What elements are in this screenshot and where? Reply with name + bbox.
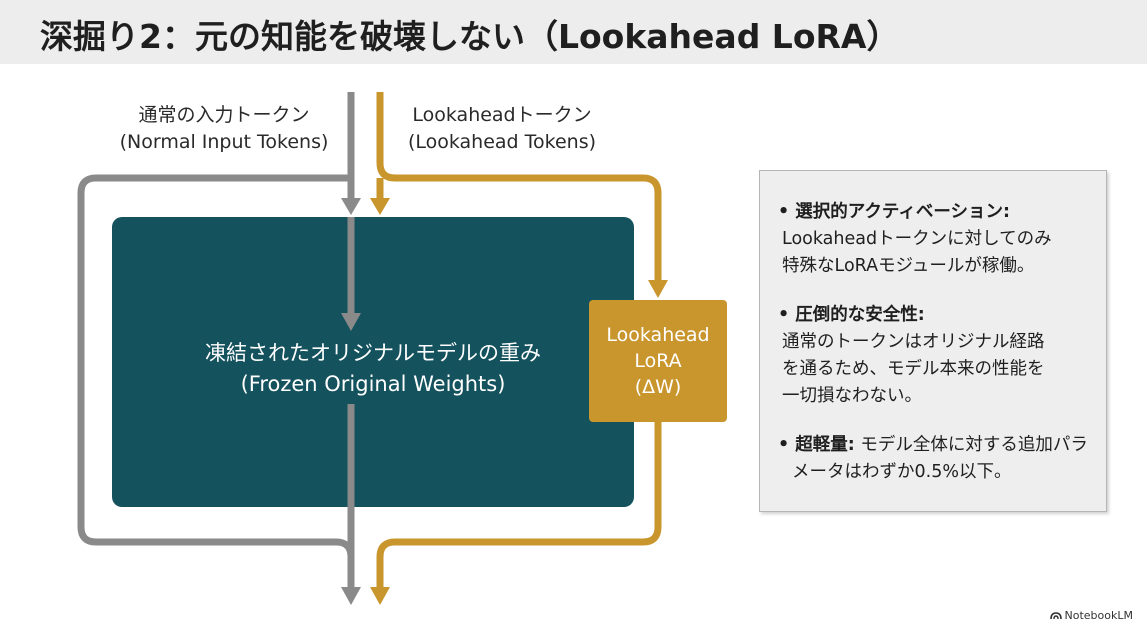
lora-label-line3: (ΔW)	[634, 376, 682, 398]
gray-arrowhead-top	[341, 198, 361, 215]
features-panel: • 選択的アクティベーション: Lookaheadトークンに対してのみ 特殊なL…	[759, 170, 1107, 512]
brand-name: NotebookLM	[1064, 609, 1133, 622]
lora-box	[589, 300, 727, 422]
lookahead-tokens-label: Lookaheadトークン (Lookahead Tokens)	[392, 102, 612, 156]
frozen-model-box	[112, 217, 634, 507]
feature-wrap: • 超軽量: モデル全体に対する追加パラメータはわずか0.5%以下。	[778, 432, 1096, 486]
normal-tokens-label-ja: 通常の入力トークン	[138, 104, 310, 126]
gold-output-path	[376, 420, 662, 590]
gray-arrowhead-mid	[341, 313, 361, 331]
feature-selective-activation: • 選択的アクティベーション: Lookaheadトークンに対してのみ 特殊なL…	[778, 199, 1096, 280]
slide-title: 深掘り2：元の知能を破壊しない（Lookahead LoRA）	[40, 17, 900, 56]
frozen-model-label-en: (Frozen Original Weights)	[240, 372, 506, 396]
frozen-model-label: 凍結されたオリジナルモデルの重み (Frozen Original Weight…	[112, 338, 634, 400]
normal-tokens-label-en: (Normal Input Tokens)	[119, 131, 329, 153]
notebooklm-logo-icon	[1049, 612, 1062, 620]
lora-label-line1: Lookahead	[606, 324, 710, 346]
feature-head: • 超軽量:	[778, 435, 855, 455]
lookahead-tokens-label-en: (Lookahead Tokens)	[407, 131, 597, 153]
feature-body-line: を通るため、モデル本来の性能を	[782, 359, 1045, 379]
feature-body-line: 一切損なわない。	[782, 386, 922, 406]
feature-lightweight: • 超軽量: モデル全体に対する追加パラメータはわずか0.5%以下。	[778, 432, 1096, 486]
frozen-model-label-ja: 凍結されたオリジナルモデルの重み	[205, 341, 541, 365]
gold-arrowhead-lora	[648, 280, 668, 298]
brand-watermark: NotebookLM	[1049, 609, 1133, 622]
feature-head: • 圧倒的な安全性:	[778, 305, 925, 325]
gray-arrowhead-bottom	[341, 587, 361, 605]
feature-body: モデル全体に対する追加パラメータはわずか0.5%以下。	[792, 435, 1088, 482]
feature-body-line: Lookaheadトークンに対してのみ	[782, 229, 1052, 249]
lora-label-line2: LoRA	[634, 350, 682, 372]
feature-body-line: 特殊なLoRAモジュールが稼働。	[782, 256, 1035, 276]
feature-head: • 選択的アクティベーション:	[778, 202, 1011, 222]
feature-body-line: 通常のトークンはオリジナル経路	[782, 332, 1045, 352]
lora-box-label: Lookahead LoRA (ΔW)	[589, 322, 727, 400]
title-bar: 深掘り2：元の知能を破壊しない（Lookahead LoRA）	[0, 0, 1147, 64]
normal-tokens-label: 通常の入力トークン (Normal Input Tokens)	[106, 102, 342, 156]
feature-safety: • 圧倒的な安全性: 通常のトークンはオリジナル経路 を通るため、モデル本来の性…	[778, 302, 1096, 410]
gold-arrowhead-top	[370, 198, 390, 215]
lookahead-tokens-label-ja: Lookaheadトークン	[412, 104, 592, 126]
gold-lookahead-path	[376, 92, 662, 283]
gold-arrowhead-bottom	[370, 587, 390, 605]
